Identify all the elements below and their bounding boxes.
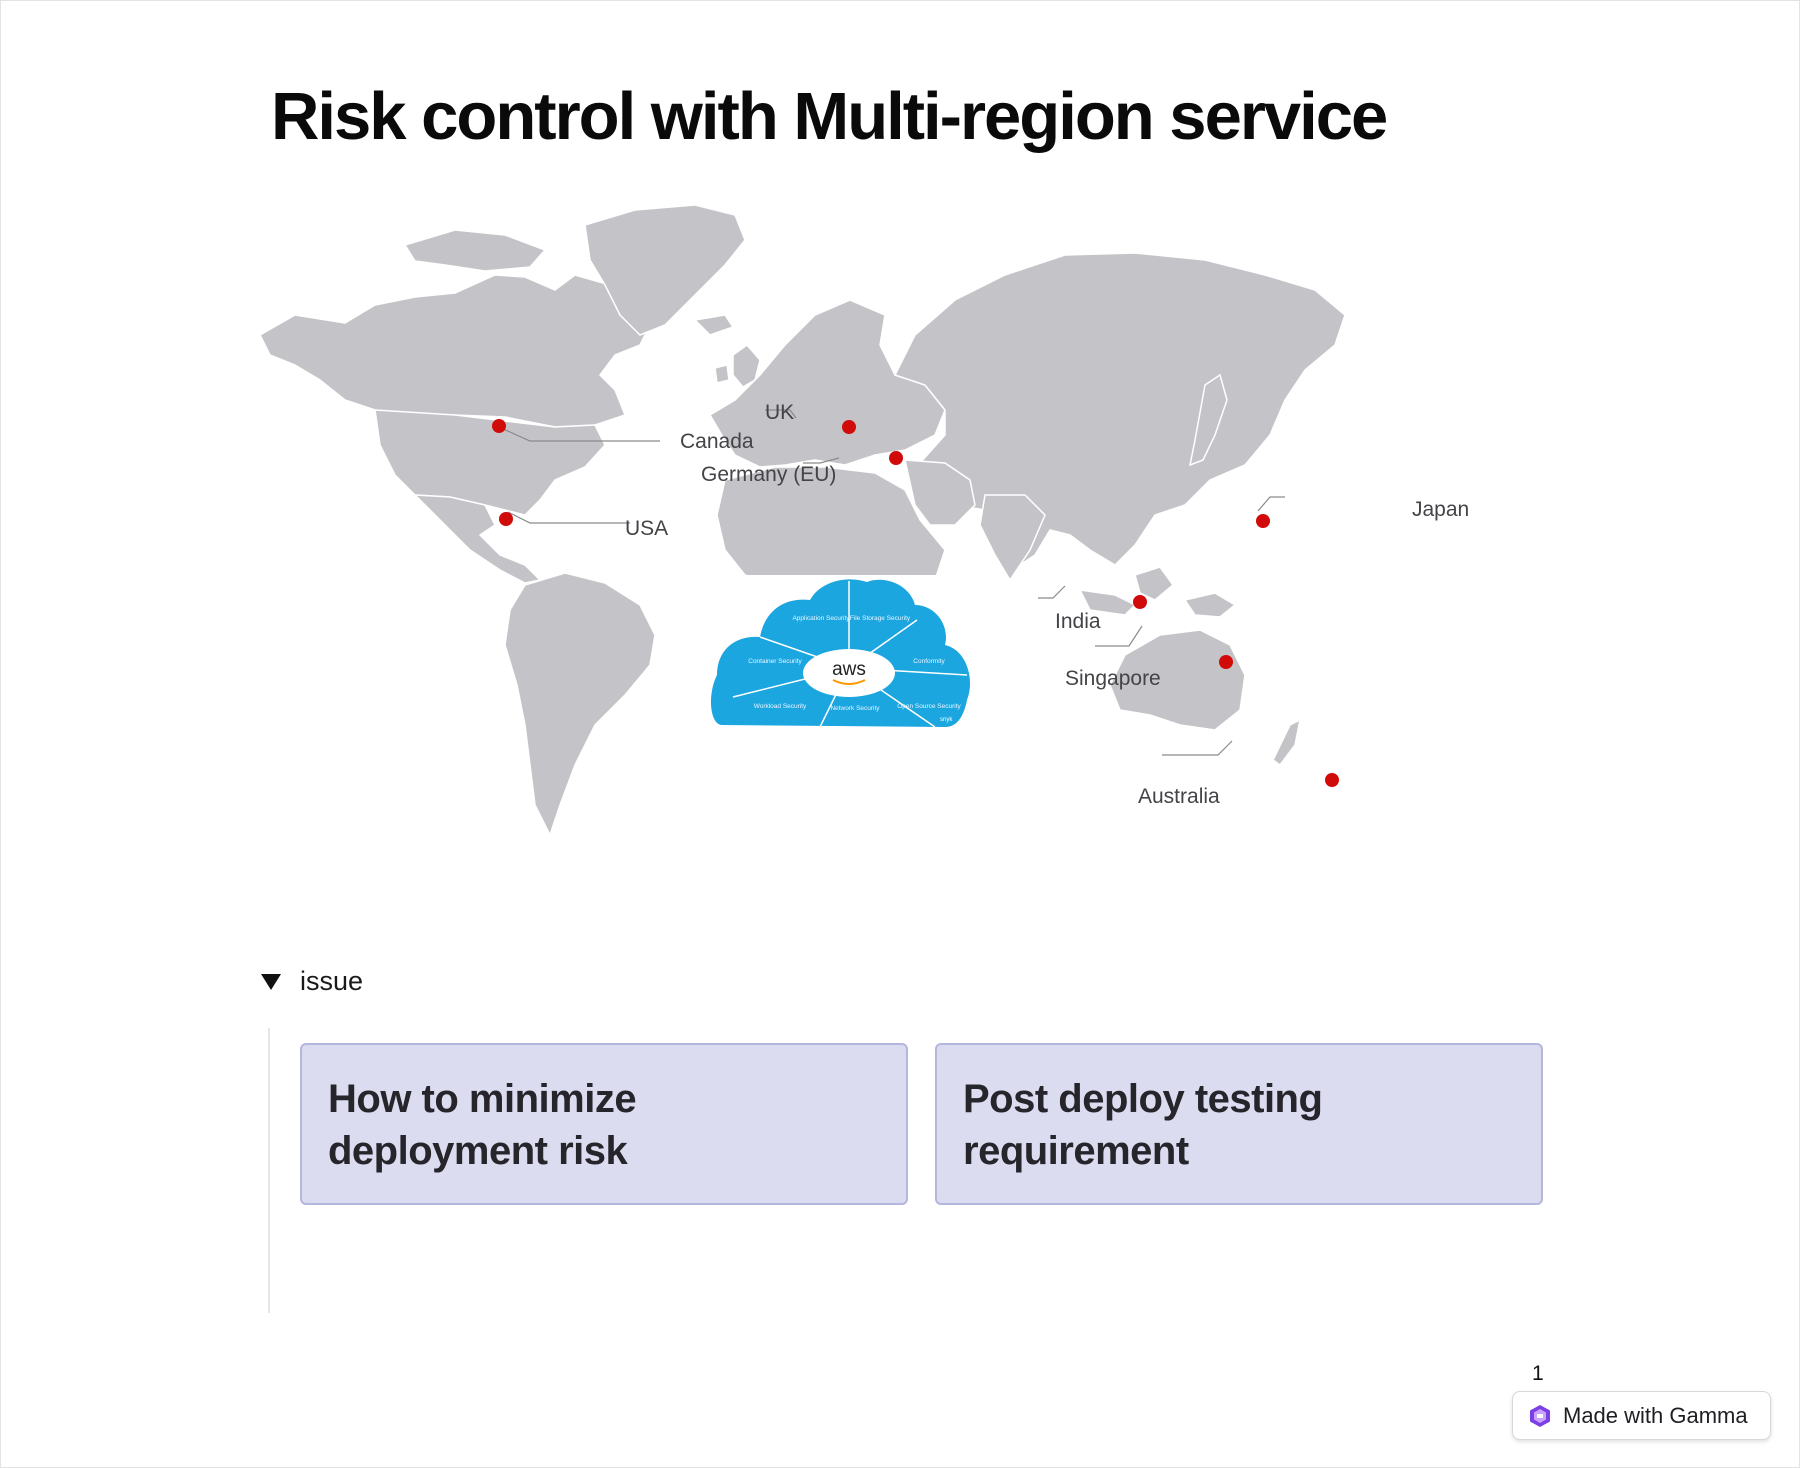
- segment-label-app: Application Security: [792, 615, 850, 622]
- leader-japan: [1257, 496, 1285, 512]
- land-iceland: [693, 314, 735, 336]
- card-title: Post deploy testing requirement: [963, 1073, 1515, 1177]
- region-markers: [492, 419, 1339, 787]
- made-with-gamma-button[interactable]: Made with Gamma: [1512, 1391, 1771, 1440]
- region-labels: Canada USA UK Germany (EU) Japan India S…: [625, 401, 1469, 808]
- land-masses: [259, 205, 1346, 837]
- leader-india: [1038, 585, 1066, 599]
- segment-label-network: Network Security: [830, 705, 880, 712]
- aws-smile-icon: [832, 679, 866, 685]
- world-map: Canada USA UK Germany (EU) Japan India S…: [255, 205, 1545, 935]
- label-germany: Germany (EU): [701, 463, 836, 486]
- label-canada: Canada: [680, 430, 754, 453]
- leader-singapore: [1095, 625, 1143, 647]
- marker-japan: [1256, 514, 1270, 528]
- page-number: 1: [1532, 1362, 1544, 1385]
- card-title-line: Post deploy testing: [963, 1077, 1323, 1121]
- badge-label: Made with Gamma: [1563, 1402, 1748, 1428]
- page-title: Risk control with Multi-region service: [271, 79, 1388, 154]
- segment-label-container: Container Security: [748, 658, 802, 665]
- leader-lines: [500, 409, 1285, 756]
- leader-australia: [1162, 740, 1233, 756]
- label-japan: Japan: [1412, 498, 1469, 521]
- marker-australia: [1325, 773, 1339, 787]
- land-sea-islands-2: [1134, 566, 1175, 601]
- gamma-logo-icon: [1530, 1404, 1550, 1427]
- marker-india: [1133, 595, 1147, 609]
- land-usa: [374, 409, 606, 516]
- land-arabia: [904, 459, 976, 526]
- card-minimize-risk: How to minimize deployment risk: [300, 1043, 908, 1205]
- issue-toggle[interactable]: issue: [258, 966, 363, 997]
- aws-segment-labels: Application Security File Storage Securi…: [748, 615, 961, 712]
- aws-security-graphic: aws Application Security File Storage Se…: [705, 575, 995, 738]
- label-usa: USA: [625, 517, 668, 540]
- card-title: How to minimize deployment risk: [328, 1073, 880, 1177]
- segment-label-conformity: Conformity: [913, 658, 945, 665]
- land-greenland: [584, 205, 746, 336]
- toggle-content-rule: [268, 1028, 270, 1313]
- land-ireland: [714, 364, 730, 384]
- issue-toggle-label: issue: [300, 966, 364, 996]
- segment-label-oss: Open Source Security: [897, 703, 961, 710]
- land-central-america: [413, 494, 542, 584]
- marker-uk: [842, 420, 856, 434]
- segment-label-file: File Storage Security: [850, 615, 911, 622]
- marker-singapore: [1219, 655, 1233, 669]
- label-uk: UK: [765, 401, 794, 424]
- card-post-deploy-testing: Post deploy testing requirement: [935, 1043, 1543, 1205]
- card-title-line: deployment risk: [328, 1129, 628, 1173]
- leader-usa: [507, 511, 630, 524]
- land-arctic-islands: [403, 229, 547, 272]
- label-india: India: [1055, 610, 1101, 633]
- land-south-america: [504, 572, 656, 837]
- aws-logo-text: aws: [832, 659, 866, 680]
- leader-uk: [765, 409, 797, 419]
- land-japan: [1188, 373, 1228, 467]
- land-australia: [1109, 629, 1246, 731]
- marker-canada: [492, 419, 506, 433]
- card-title-line: requirement: [963, 1129, 1189, 1173]
- marker-usa: [499, 512, 513, 526]
- land-india: [979, 494, 1046, 582]
- leader-canada: [500, 427, 660, 442]
- land-uk: [732, 343, 761, 388]
- world-map-svg: Canada USA UK Germany (EU) Japan India S…: [259, 205, 1469, 837]
- land-north-america: [259, 274, 651, 428]
- land-new-zealand: [1272, 718, 1302, 767]
- label-australia: Australia: [1138, 785, 1220, 808]
- aws-logo-bubble: [803, 649, 895, 697]
- triangle-down-icon: [258, 969, 284, 995]
- leader-germany: [803, 457, 840, 464]
- label-singapore: Singapore: [1065, 667, 1161, 690]
- land-new-guinea: [1183, 592, 1237, 618]
- segment-label-workload: Workload Security: [754, 703, 807, 710]
- land-sea-islands: [1078, 589, 1137, 616]
- marker-germany: [889, 451, 903, 465]
- snyk-logo-text: snyk: [940, 717, 953, 723]
- card-title-line: How to minimize: [328, 1077, 637, 1121]
